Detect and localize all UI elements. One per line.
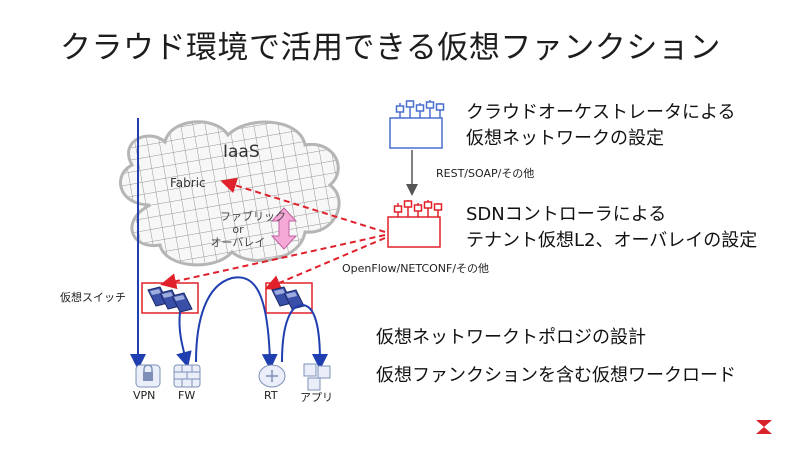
sdn-to-vswitch-right-arrow xyxy=(264,237,386,291)
southbound-label: OpenFlow/NETCONF/その他 xyxy=(342,262,490,275)
orchestrator-line2: 仮想ネットワークの設定 xyxy=(466,128,664,149)
sdn-controller-icon xyxy=(387,200,443,248)
bullet-topology: 仮想ネットワークトポロジの設計 xyxy=(376,327,646,348)
api-label: REST/SOAP/その他 xyxy=(436,167,535,180)
sdn-to-fabric-arrow xyxy=(220,177,386,233)
app-icon xyxy=(303,363,331,391)
overlay-caption-line2: or xyxy=(232,223,244,236)
vswitch-label: 仮想スイッチ xyxy=(60,291,126,304)
brocade-logo-icon xyxy=(756,420,772,434)
controller-icon xyxy=(389,100,445,149)
vswitch-icon xyxy=(265,282,313,314)
vpn-icon xyxy=(135,364,161,388)
overlay-double-arrow xyxy=(270,207,298,250)
workload-label-rt: RT xyxy=(264,389,278,402)
vswitch-icon xyxy=(141,282,199,314)
sdn-line1: SDNコントローラによる xyxy=(466,204,667,225)
fabric-label: Fabric xyxy=(170,176,206,190)
router-icon xyxy=(258,364,286,388)
sdn-description: SDNコントローラによる テナント仮想L2、オーバレイの設定 xyxy=(466,202,757,254)
overlay-caption: ファブリック or オーバレイ xyxy=(208,210,298,249)
workload-label-vpn: VPN xyxy=(133,389,156,402)
workload-label-app: アプリ xyxy=(300,391,333,404)
overlay-caption-line3: オーバレイ xyxy=(210,236,266,249)
app-link xyxy=(281,303,328,370)
fw-link-1 xyxy=(176,311,192,368)
fw-link-2 xyxy=(195,276,278,370)
sdn-to-vswitch-left-arrow xyxy=(160,234,386,290)
overlay-caption-line1: ファブリック xyxy=(220,210,286,223)
iaas-label: IaaS xyxy=(223,142,260,162)
sdn-line2: テナント仮想L2、オーバレイの設定 xyxy=(466,230,758,251)
slide-title: クラウド環境で活用できる仮想ファンクション xyxy=(60,30,721,66)
workload-label-fw: FW xyxy=(178,389,196,402)
orchestrator-line1: クラウドオーケストレータによる xyxy=(466,102,736,123)
orchestrator-description: クラウドオーケストレータによる 仮想ネットワークの設定 xyxy=(466,100,735,152)
firewall-icon xyxy=(173,364,201,388)
bullet-workload: 仮想ファンクションを含む仮想ワークロード xyxy=(376,365,736,386)
